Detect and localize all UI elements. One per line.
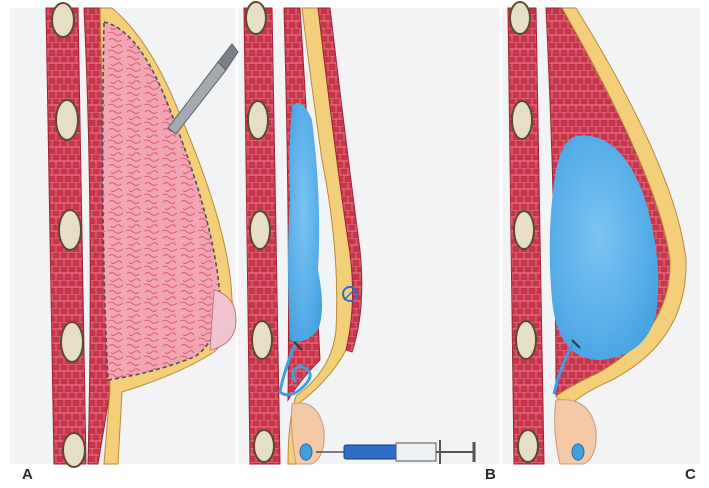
panel-label-a: A [22, 466, 33, 483]
panel-label-c: C [685, 466, 696, 483]
injection-port [300, 444, 312, 460]
panel-label-b: B [485, 466, 496, 483]
injection-port [572, 444, 584, 460]
